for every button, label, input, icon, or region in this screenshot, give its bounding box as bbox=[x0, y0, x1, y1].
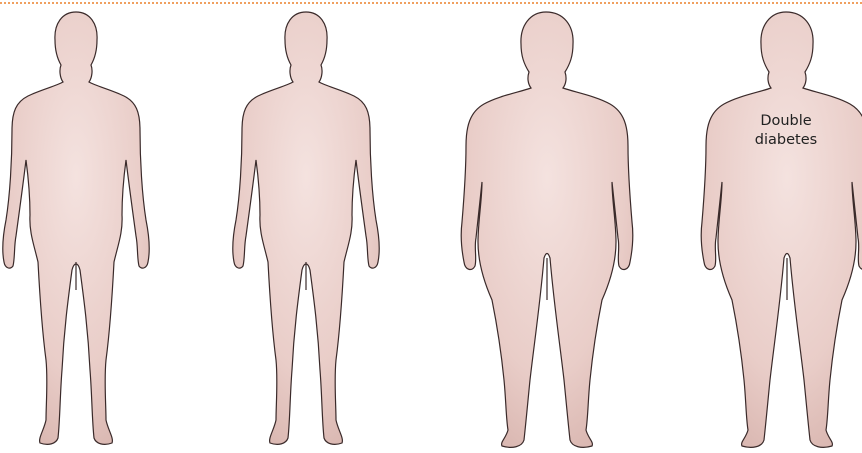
figure-3 bbox=[461, 12, 633, 447]
figure-4-label-line-2: diabetes bbox=[755, 132, 817, 148]
figure-4-label-line-1: Double bbox=[760, 113, 811, 129]
figure-2-silhouette bbox=[233, 12, 380, 444]
figure-4: Double diabetes bbox=[701, 12, 862, 447]
figure-2 bbox=[233, 12, 380, 444]
figure-4-silhouette bbox=[701, 12, 862, 447]
figure-1-silhouette bbox=[3, 12, 150, 444]
figure-1 bbox=[3, 12, 150, 444]
figure-3-silhouette bbox=[461, 12, 633, 447]
